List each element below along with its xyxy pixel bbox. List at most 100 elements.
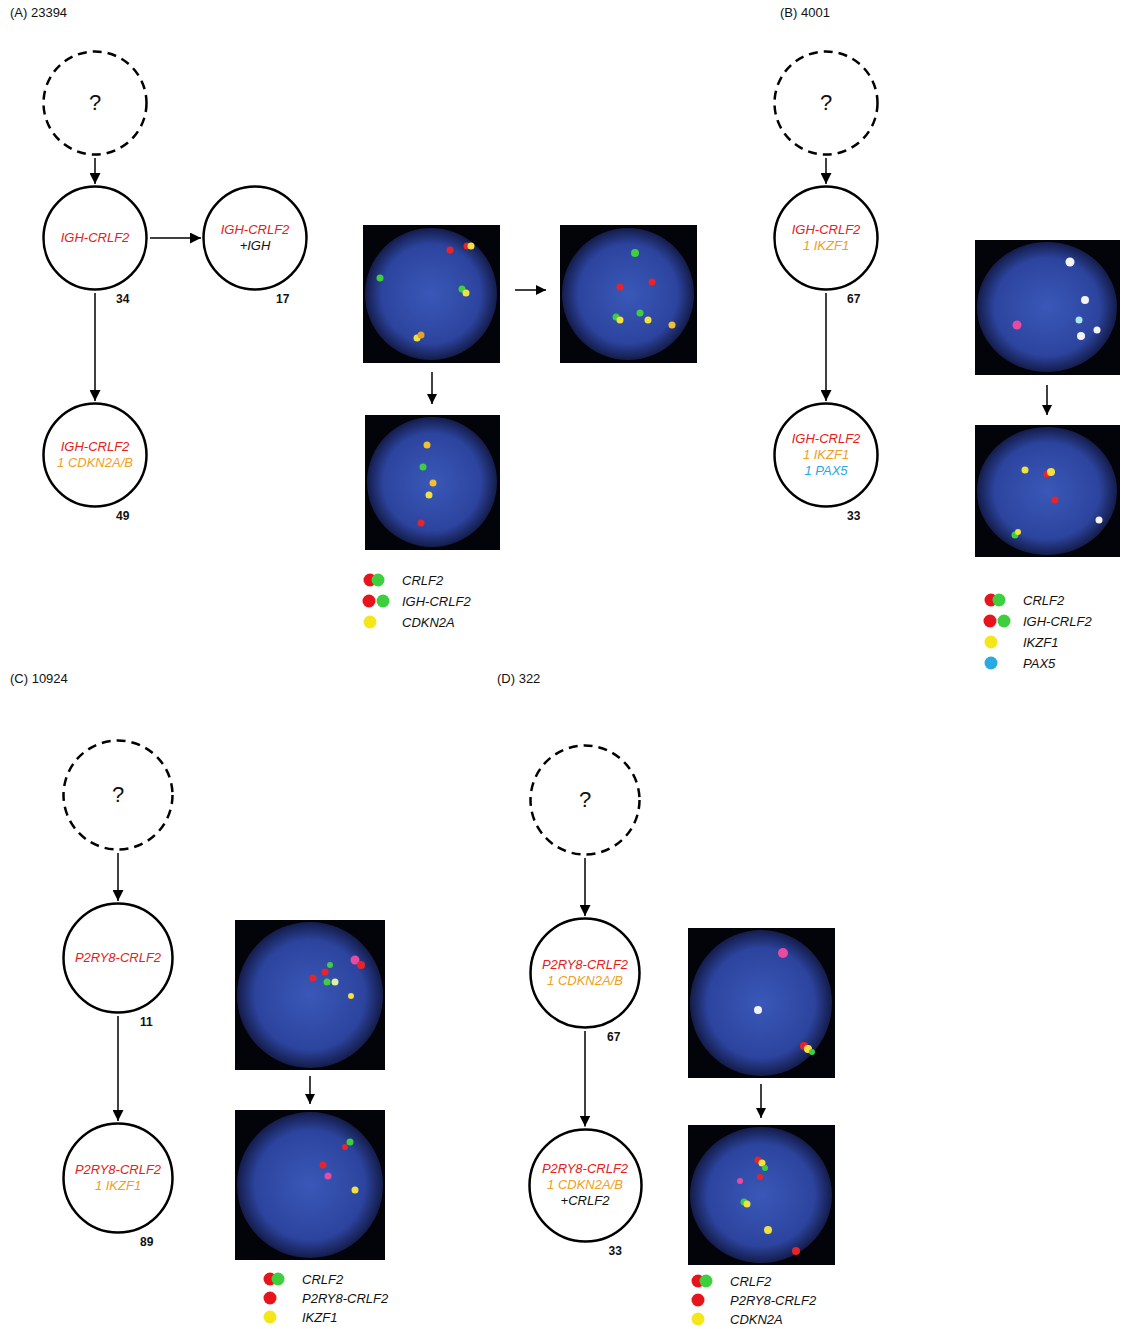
nucleus xyxy=(690,1127,832,1263)
legend-swatch xyxy=(983,634,1011,650)
percentage-number: 89 xyxy=(140,1235,153,1249)
fish-background xyxy=(365,415,500,550)
circle-text: IGH-CRLF21 IKZF11 PAX5 xyxy=(792,431,861,479)
arrow-connector xyxy=(584,858,586,916)
circle-text: ? xyxy=(820,90,832,116)
fish-signal xyxy=(1022,467,1029,474)
fish-signal xyxy=(669,322,676,329)
fish-signal xyxy=(1094,327,1101,334)
fish-background xyxy=(560,225,697,363)
fish-signal xyxy=(420,464,427,471)
fish-background xyxy=(975,425,1120,557)
fish-signal xyxy=(778,948,788,958)
fish-signal xyxy=(631,249,639,257)
fish-signal xyxy=(418,520,425,527)
legend-label: IKZF1 xyxy=(1023,635,1058,650)
arrow-connector xyxy=(825,158,827,184)
unknown-origin-circle: ? xyxy=(62,739,174,851)
fish-image xyxy=(235,920,385,1070)
percentage-number: 33 xyxy=(847,509,860,523)
swatch-dot xyxy=(700,1275,713,1288)
nucleus xyxy=(367,417,497,547)
swatch-dot xyxy=(377,595,390,608)
fish-signal xyxy=(1081,296,1089,304)
legend-item: IKZF1 xyxy=(983,634,1058,650)
legend-swatch xyxy=(983,655,1011,671)
swatch-dot xyxy=(998,615,1011,628)
clone-label: P2RY8-CRLF2 xyxy=(75,950,161,966)
nucleus xyxy=(690,930,832,1076)
clone-circle: IGH-CRLF234 xyxy=(42,185,148,291)
fish-signal xyxy=(424,442,431,449)
fish-signal xyxy=(463,290,470,297)
fish-signal xyxy=(347,1139,354,1146)
fish-signal xyxy=(754,1006,762,1014)
figure-arrow xyxy=(760,1084,762,1118)
circle-shape xyxy=(775,404,878,507)
circle-shape xyxy=(44,52,147,155)
swatch-dot xyxy=(985,657,998,670)
fish-image xyxy=(688,1125,835,1265)
fish-signal xyxy=(764,1226,772,1234)
arrow-connector xyxy=(117,853,119,901)
circle-text: P2RY8-CRLF21 CDKN2A/B xyxy=(542,957,628,989)
panel-label: (B) 4001 xyxy=(780,5,830,21)
unknown-origin-circle: ? xyxy=(529,744,641,856)
legend-label: CDKN2A xyxy=(730,1312,783,1327)
fish-image xyxy=(975,240,1120,375)
swatch-dot xyxy=(984,615,997,628)
circle-shape xyxy=(775,187,878,290)
legend-item: IKZF1 xyxy=(262,1309,337,1325)
clone-label: P2RY8-CRLF2 xyxy=(542,957,628,973)
circle-shape xyxy=(531,746,640,855)
fish-signal xyxy=(430,480,437,487)
clone-label: IGH-CRLF2 xyxy=(61,230,130,246)
unknown-origin-circle: ? xyxy=(773,50,879,156)
fish-signal xyxy=(645,317,652,324)
circle-text: P2RY8-CRLF21 CDKN2A/B+CRLF2 xyxy=(542,1161,628,1209)
fish-signal xyxy=(327,962,333,968)
fish-background xyxy=(235,920,385,1070)
fish-signal xyxy=(1066,258,1075,267)
legend-item: CRLF2 xyxy=(690,1273,771,1289)
legend-swatch xyxy=(362,614,390,630)
legend-swatch xyxy=(262,1271,290,1287)
panel-label: (D) 322 xyxy=(497,671,540,687)
swatch-dot xyxy=(692,1294,705,1307)
fish-signal xyxy=(1096,517,1103,524)
fish-signal xyxy=(310,975,317,982)
fish-signal xyxy=(1077,332,1085,340)
legend-swatch xyxy=(362,593,390,609)
nucleus xyxy=(237,922,383,1068)
arrow-connector xyxy=(584,1031,586,1127)
clone-circle: P2RY8-CRLF21 IKZF189 xyxy=(62,1122,174,1234)
legend-swatch xyxy=(262,1290,290,1306)
nucleus xyxy=(237,1112,383,1258)
clone-label: 1 IKZF1 xyxy=(75,1178,161,1194)
clone-circle: IGH-CRLF21 IKZF167 xyxy=(773,185,879,291)
legend-item: P2RY8-CRLF2 xyxy=(262,1290,388,1306)
legend-label: P2RY8-CRLF2 xyxy=(730,1293,816,1308)
fish-signal xyxy=(757,1174,763,1180)
percentage-number: 17 xyxy=(276,292,289,306)
figure-arrow xyxy=(515,289,546,291)
percentage-number: 34 xyxy=(116,292,129,306)
circle-shape xyxy=(64,1124,173,1233)
fish-signal xyxy=(332,979,339,986)
clone-label: 1 CDKN2A/B xyxy=(542,973,628,989)
clone-label: 1 CDKN2A/B xyxy=(57,455,133,471)
panel-label: (A) 23394 xyxy=(10,5,67,21)
circle-shape xyxy=(204,187,307,290)
figure-arrow xyxy=(431,372,433,404)
clone-label: IGH-CRLF2 xyxy=(57,439,133,455)
fish-signal xyxy=(792,1247,800,1255)
nucleus xyxy=(977,427,1117,555)
clone-circle: IGH-CRLF21 IKZF11 PAX533 xyxy=(773,402,879,508)
legend-swatch xyxy=(262,1309,290,1325)
legend-item: CDKN2A xyxy=(362,614,455,630)
legend-label: P2RY8-CRLF2 xyxy=(302,1291,388,1306)
legend-label: CRLF2 xyxy=(730,1274,771,1289)
swatch-dot xyxy=(692,1313,705,1326)
clone-label: 1 IKZF1 xyxy=(792,238,861,254)
